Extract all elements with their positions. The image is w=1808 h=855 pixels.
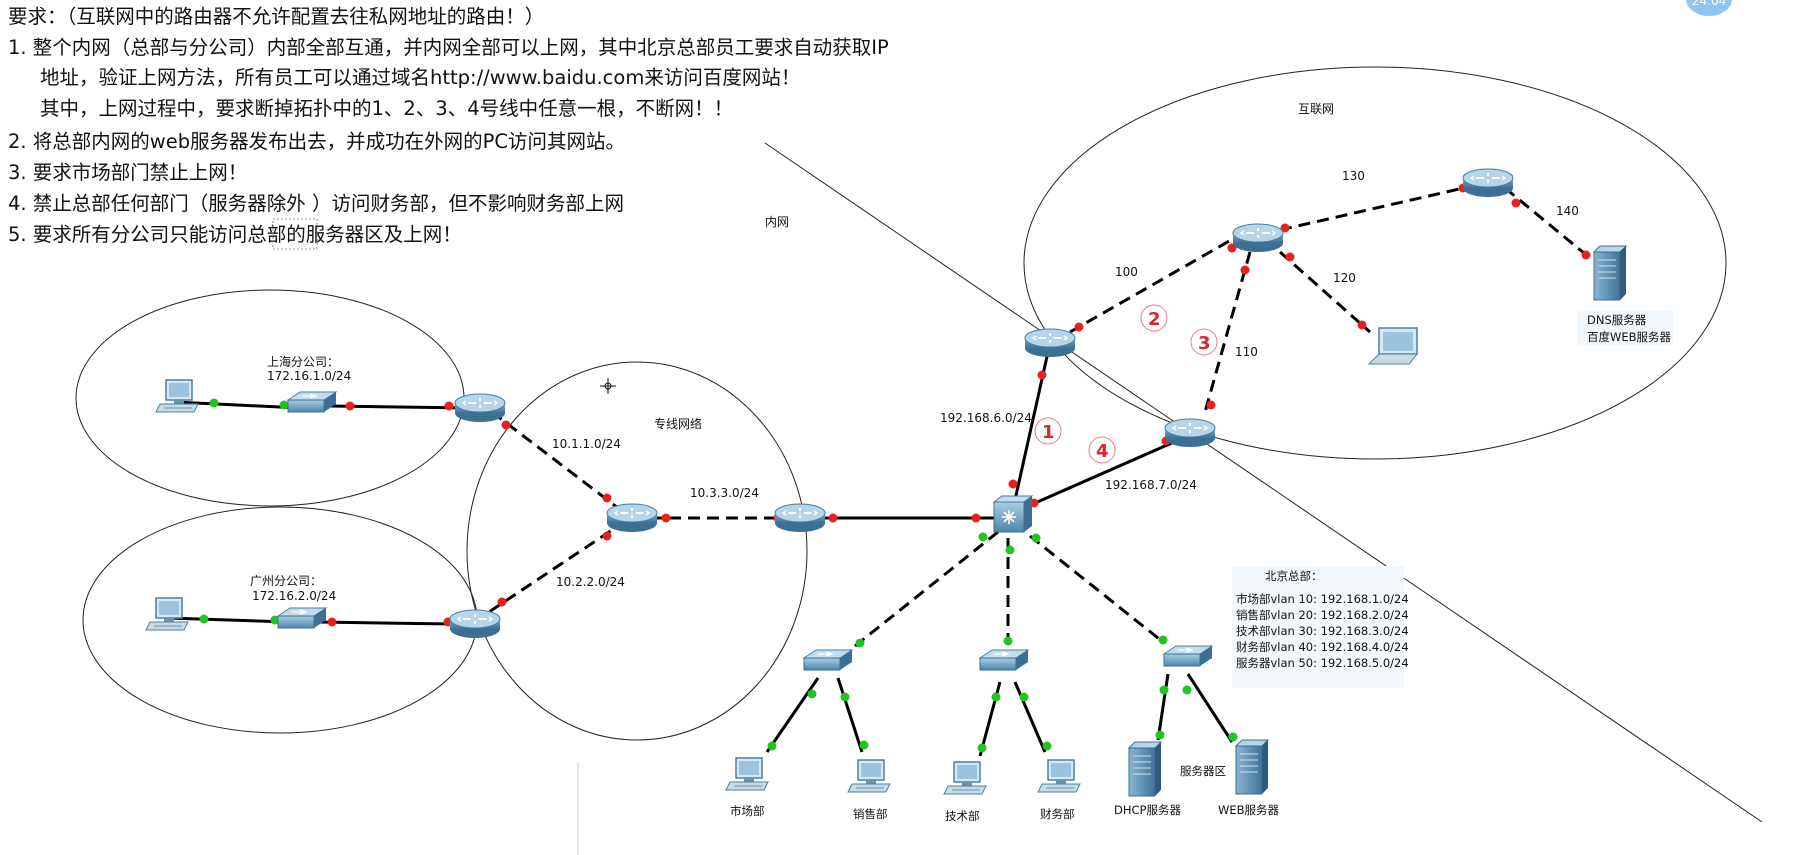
hq-vlan-10: 市场部vlan 10: 192.168.1.0/24 xyxy=(1236,592,1409,606)
link-label-10-1-1: 10.1.1.0/24 xyxy=(552,437,621,451)
guangzhou-router[interactable] xyxy=(449,609,501,639)
guangzhou-pc[interactable] xyxy=(145,597,189,631)
server-zone-label: 服务器区 xyxy=(1180,764,1226,778)
link-line-4 xyxy=(1025,433,1191,509)
requirement-3: 3. 要求市场部门禁止上网！ xyxy=(8,161,248,184)
shanghai-switch[interactable] xyxy=(287,391,337,413)
hq-core-l3-switch[interactable] xyxy=(993,495,1033,533)
isp-router[interactable] xyxy=(1232,223,1284,253)
crosshair-cursor-icon xyxy=(600,378,616,394)
port-dots xyxy=(199,183,1591,753)
hq-vlan-20: 销售部vlan 20: 192.168.2.0/24 xyxy=(1236,608,1409,622)
dns-web-server[interactable] xyxy=(1593,245,1627,301)
line-marker-1: 1 xyxy=(1034,417,1062,445)
line-marker-2: 2 xyxy=(1140,304,1168,332)
link-l3-server-switch xyxy=(1029,534,1164,644)
link-label-192-168-7: 192.168.7.0/24 xyxy=(1105,478,1197,492)
link-gz-switch-router xyxy=(317,620,453,626)
link-label-110: 110 xyxy=(1235,345,1258,359)
web-server-label: WEB服务器 xyxy=(1218,803,1280,817)
svg-text:4: 4 xyxy=(1096,441,1109,462)
link-label-100: 100 xyxy=(1115,265,1138,279)
requirement-2: 2. 将总部内网的web服务器发布出去，并成功在外网的PC访问其网站。 xyxy=(8,130,626,153)
dns-label-bg xyxy=(1577,310,1673,346)
tech-pc[interactable] xyxy=(943,761,987,795)
internet-zone-label: 互联网 xyxy=(1298,102,1334,116)
dashed-links xyxy=(473,185,1591,650)
link-label-10-3-3: 10.3.3.0/24 xyxy=(690,486,759,500)
timer-badge: 24:04 xyxy=(1686,0,1732,16)
shanghai-zone-outline xyxy=(75,289,465,507)
market-sales-switch[interactable] xyxy=(803,649,853,671)
svg-text:2: 2 xyxy=(1148,309,1161,330)
access-links xyxy=(765,673,1234,757)
link-isp-dns xyxy=(1504,186,1591,260)
hq-vlan-30: 技术部vlan 30: 192.168.3.0/24 xyxy=(1236,624,1409,638)
link-l3-market-switch xyxy=(854,530,999,648)
intranet-zone-label: 内网 xyxy=(765,215,789,229)
link-line-3 xyxy=(1203,251,1252,413)
sales-dept-label: 销售部 xyxy=(853,807,888,821)
sales-pc[interactable] xyxy=(847,759,891,793)
link-sh-pc-switch xyxy=(174,400,301,410)
svg-text:1: 1 xyxy=(1042,422,1055,443)
baidu-web-server-label: 百度WEB服务器 xyxy=(1587,330,1672,344)
hq-vlan-40: 财务部vlan 40: 192.168.4.0/24 xyxy=(1236,640,1409,654)
tech-dept-label: 技术部 xyxy=(945,809,980,823)
internet-zone-outline xyxy=(1023,66,1727,460)
finance-pc[interactable] xyxy=(1037,759,1081,793)
hq-title: 北京总部： xyxy=(1265,569,1323,583)
intranet-divider-line xyxy=(764,142,1763,823)
guangzhou-branch-name: 广州分公司： xyxy=(250,574,322,588)
link-label-10-2-2: 10.2.2.0/24 xyxy=(556,575,625,589)
link-label-140: 140 xyxy=(1556,204,1579,218)
shanghai-branch-name: 上海分公司： xyxy=(267,354,339,369)
tech-finance-switch[interactable] xyxy=(979,649,1029,671)
requirement-1: 1. 整个内网（总部与分公司）内部全部互通，并内网全部可以上网，其中北京总部员工… xyxy=(8,36,889,59)
market-dept-label: 市场部 xyxy=(730,804,765,818)
guangzhou-branch-subnet: 172.16.2.0/24 xyxy=(252,589,336,603)
requirements-title: 要求：（互联网中的路由器不允许配置去往私网地址的路由！） xyxy=(8,5,545,28)
link-isp-130 xyxy=(1279,185,1469,232)
link-label-130: 130 xyxy=(1342,169,1365,183)
isp-router-remote[interactable] xyxy=(1462,168,1514,198)
server-switch[interactable] xyxy=(1163,645,1213,667)
dhcp-server[interactable] xyxy=(1128,741,1162,797)
requirement-5: 5. 要求所有分公司只能访问总部的服务器区及上网！ xyxy=(8,223,462,246)
guangzhou-switch[interactable] xyxy=(277,607,327,629)
dedicated-zone-label: 专线网络 xyxy=(654,416,702,431)
link-label-120: 120 xyxy=(1333,271,1356,285)
hq-info-bg xyxy=(1232,566,1404,688)
hq-gateway-router-1[interactable] xyxy=(1024,328,1076,358)
shanghai-branch-subnet: 172.16.1.0/24 xyxy=(267,369,351,383)
shanghai-pc[interactable] xyxy=(155,379,199,413)
requirement-1-cont: 地址，验证上网方法，所有员工可以通过域名http://www.baidu.com… xyxy=(40,66,801,89)
core-router[interactable] xyxy=(606,503,658,533)
link-gz-pc-switch xyxy=(167,616,291,624)
internet-laptop[interactable] xyxy=(1368,327,1418,365)
dedicated-zone-outline xyxy=(466,361,808,741)
link-line-2 xyxy=(1069,230,1246,334)
link-label-192-168-6: 192.168.6.0/24 xyxy=(940,411,1032,425)
line-marker-3: 3 xyxy=(1190,328,1218,356)
svg-text:3: 3 xyxy=(1198,333,1211,354)
market-pc[interactable] xyxy=(725,757,769,791)
link-isp-laptop xyxy=(1279,250,1371,334)
finance-dept-label: 财务部 xyxy=(1040,807,1075,821)
requirement-1-cont2: 其中，上网过程中，要求断掉拓扑中的1、2、3、4号线中任意一根，不断网！！ xyxy=(40,97,734,120)
hq-gateway-router-2[interactable] xyxy=(1164,418,1216,448)
hq-edge-router[interactable] xyxy=(774,503,826,533)
line-marker-4: 4 xyxy=(1088,436,1116,464)
link-sh-core xyxy=(491,410,619,510)
hq-vlan-50: 服务器vlan 50: 192.168.5.0/24 xyxy=(1236,656,1409,670)
link-gz-core xyxy=(473,524,619,624)
dhcp-server-label: DHCP服务器 xyxy=(1114,803,1181,817)
text-selection-handles[interactable] xyxy=(272,218,318,250)
shanghai-router[interactable] xyxy=(454,393,506,423)
web-server[interactable] xyxy=(1235,739,1269,795)
dns-server-label: DNS服务器 xyxy=(1587,313,1647,327)
requirement-4: 4. 禁止总部任何部门（服务器除外 ）访问财务部，但不影响财务部上网 xyxy=(8,192,625,215)
